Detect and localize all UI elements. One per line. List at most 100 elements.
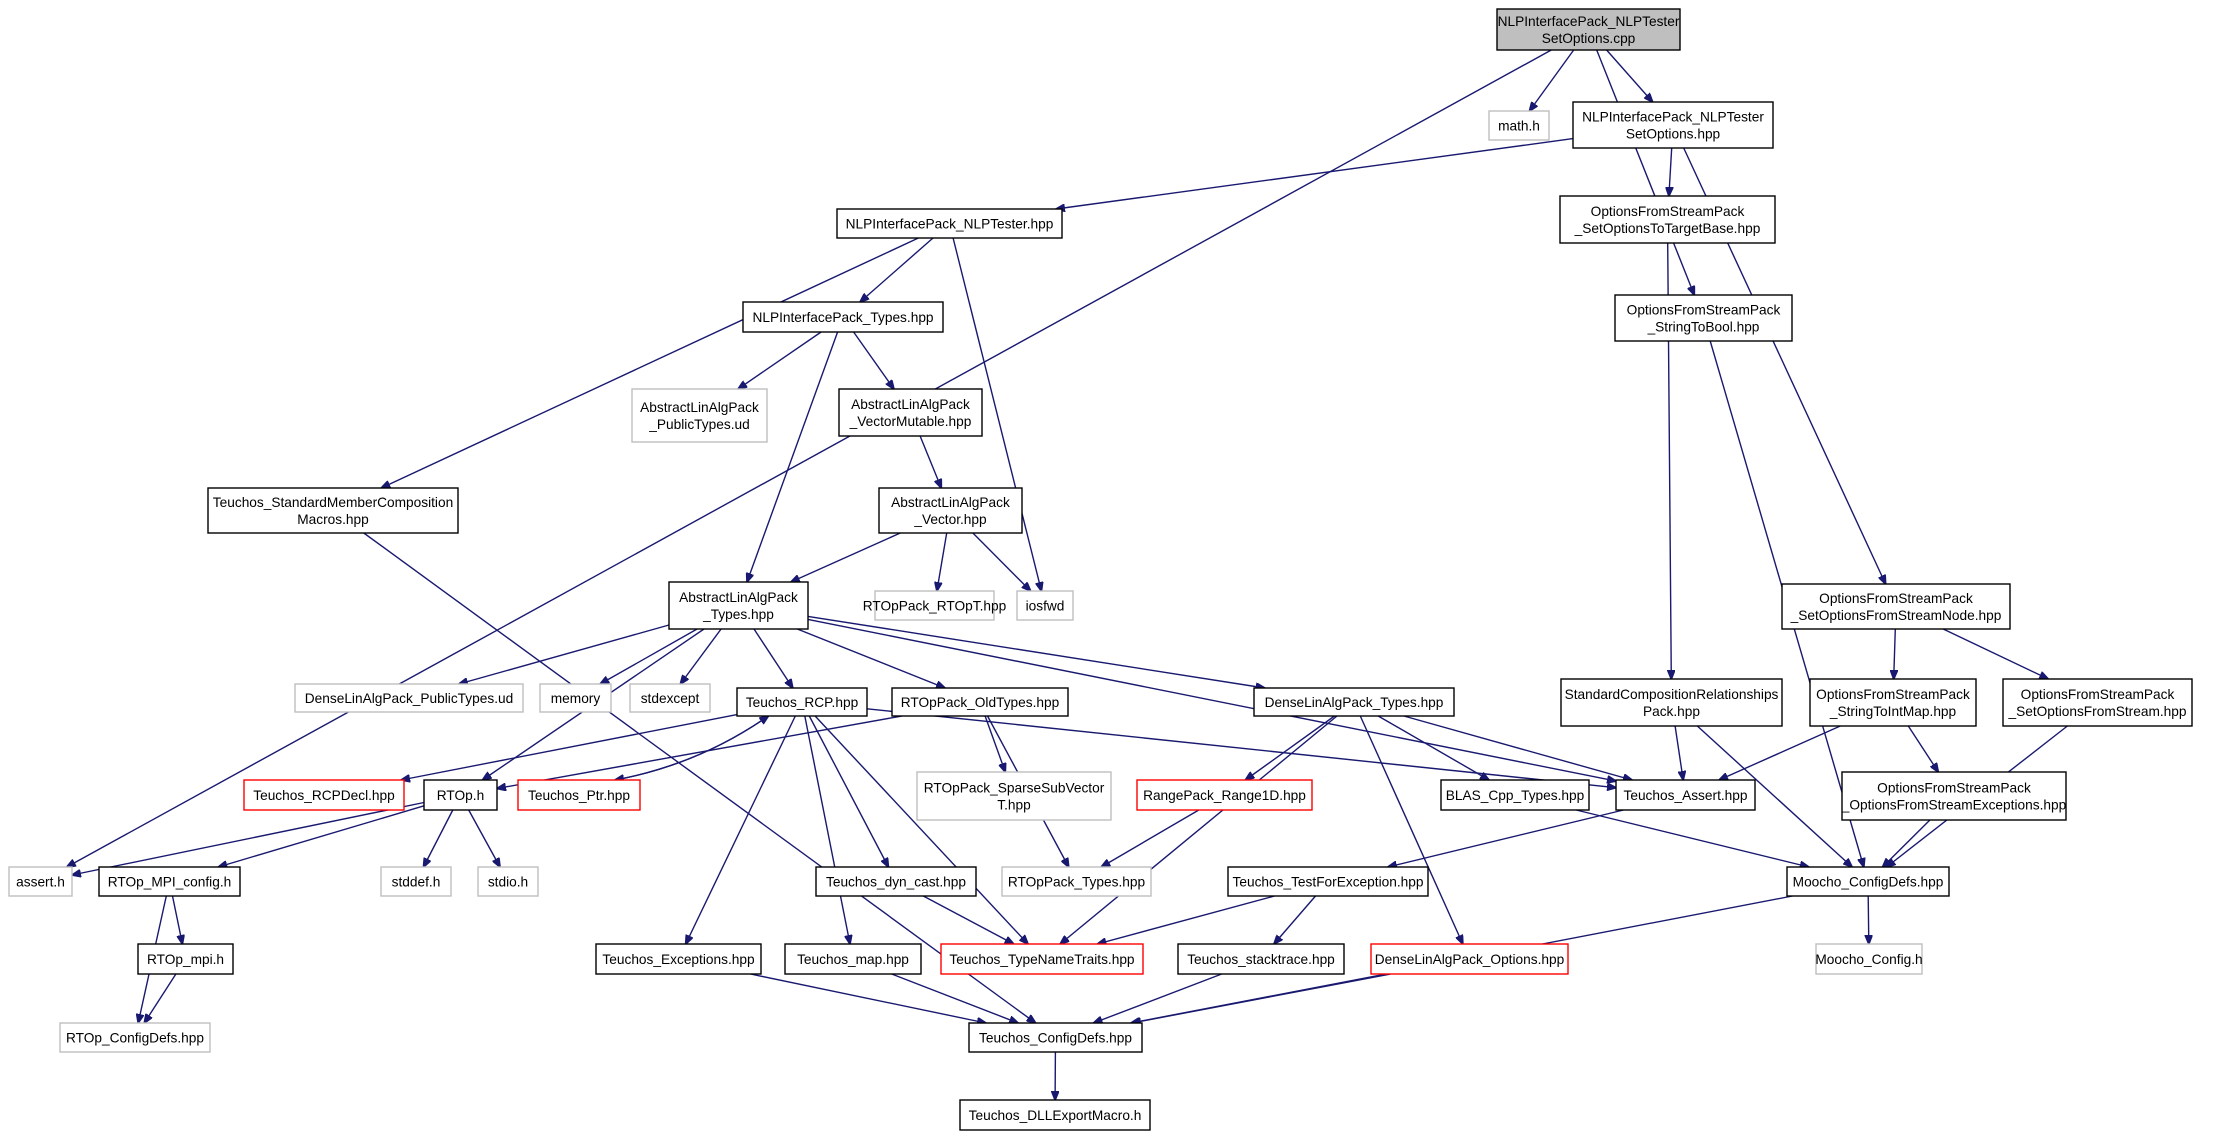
node-dyncast[interactable]: Teuchos_dyn_cast.hpp	[815, 866, 977, 897]
edge-streamexc-to-moocho_cfg	[1883, 819, 1931, 867]
node-typename[interactable]: Teuchos_TypeNameTraits.hpp	[940, 943, 1144, 975]
node-label: DenseLinAlgPack_PublicTypes.ud	[305, 691, 513, 706]
edge-ala_types-to-tassert	[807, 618, 1616, 781]
node-str2bool[interactable]: OptionsFromStreamPack_StringToBool.hpp	[1614, 294, 1793, 342]
edge-ala_types-to-memory	[600, 628, 698, 684]
node-box	[784, 943, 922, 975]
node-testexc[interactable]: Teuchos_TestForException.hpp	[1227, 866, 1429, 897]
node-nlptester[interactable]: NLPInterfacePack_NLPTester.hpp	[836, 208, 1063, 239]
node-ala_pub[interactable]: AbstractLinAlgPack_PublicTypes.ud	[631, 388, 768, 443]
node-ala_vm[interactable]: AbstractLinAlgPack_VectorMutable.hpp	[838, 388, 983, 437]
node-stdmember[interactable]: Teuchos_StandardMemberCompositionMacros.…	[207, 487, 459, 534]
node-box	[59, 1022, 211, 1053]
node-dla_types[interactable]: DenseLinAlgPack_Types.hpp	[1253, 687, 1455, 717]
edge-mpi_h-to-rtop_cfg	[144, 973, 177, 1023]
node-dllexport[interactable]: Teuchos_DLLExportMacro.h	[959, 1099, 1151, 1131]
node-box	[477, 866, 539, 897]
edge-ptr-to-rcp	[614, 716, 768, 781]
node-moocho_config[interactable]: Moocho_Config.h	[1815, 943, 1923, 975]
node-label: RTOp_mpi.h	[147, 952, 224, 967]
node-box	[595, 943, 762, 975]
node-mpi_h[interactable]: RTOp_mpi.h	[137, 943, 234, 975]
node-memory[interactable]: memory	[539, 683, 612, 713]
node-stacktrace[interactable]: Teuchos_stacktrace.hpp	[1177, 943, 1345, 975]
node-math[interactable]: math.h	[1488, 110, 1550, 141]
edge-dla_types-to-tassert	[1403, 715, 1632, 780]
node-box	[1001, 866, 1152, 897]
node-label: Teuchos_Exceptions.hpp	[602, 952, 755, 967]
file-nodes: NLPInterfacePack_NLPTesterSetOptions.cpp…	[8, 8, 2193, 1131]
node-box	[629, 683, 711, 713]
node-label: Teuchos_stacktrace.hpp	[1187, 952, 1335, 967]
node-box	[1559, 195, 1776, 244]
node-box	[668, 581, 809, 630]
node-iosfwd[interactable]: iosfwd	[1016, 590, 1074, 621]
edge-tmap-to-teuchos_cfg	[891, 973, 1018, 1023]
edge-dla_types-to-typename	[1060, 715, 1338, 944]
node-dla_pub[interactable]: DenseLinAlgPack_PublicTypes.ud	[294, 683, 524, 713]
node-label: RangePack_Range1D.hpp	[1143, 788, 1306, 803]
node-tassert[interactable]: Teuchos_Assert.hpp	[1615, 779, 1756, 811]
node-ala_vec[interactable]: AbstractLinAlgPack_Vector.hpp	[878, 487, 1023, 534]
node-box	[1614, 294, 1793, 342]
node-setstream[interactable]: OptionsFromStreamPack_SetOptionsFromStre…	[2002, 678, 2193, 727]
node-box	[539, 683, 612, 713]
node-ptr[interactable]: Teuchos_Ptr.hpp	[517, 779, 641, 811]
node-rcp[interactable]: Teuchos_RCP.hpp	[736, 687, 868, 717]
edge-root-to-math	[1530, 49, 1575, 111]
node-label: Teuchos_RCPDecl.hpp	[253, 788, 395, 803]
node-rtop_cfg[interactable]: RTOp_ConfigDefs.hpp	[59, 1022, 211, 1053]
node-stdexcept[interactable]: stdexcept	[629, 683, 711, 713]
node-stddef[interactable]: stddef.h	[380, 866, 452, 897]
node-rtoppack_types[interactable]: RTOpPack_Types.hpp	[1001, 866, 1152, 897]
node-rcpdecl[interactable]: Teuchos_RCPDecl.hpp	[243, 779, 405, 811]
node-label: RTOp_ConfigDefs.hpp	[66, 1031, 204, 1046]
node-tmap[interactable]: Teuchos_map.hpp	[784, 943, 922, 975]
node-label: stdio.h	[488, 875, 528, 890]
node-settarget[interactable]: OptionsFromStreamPack_SetOptionsToTarget…	[1559, 195, 1776, 244]
node-teuchos_cfg[interactable]: Teuchos_ConfigDefs.hpp	[968, 1022, 1143, 1053]
node-label: math.h	[1498, 119, 1540, 134]
dependency-edges	[67, 49, 2068, 1100]
node-box	[1177, 943, 1345, 975]
node-label: AbstractLinAlgPack	[891, 495, 1010, 510]
node-ala_types[interactable]: AbstractLinAlgPack_Types.hpp	[668, 581, 809, 630]
node-rtopt[interactable]: RTOpPack_RTOpT.hpp	[863, 590, 1007, 621]
edge-rcp-to-rcpdecl	[401, 713, 738, 780]
edge-rtop_h-to-rtop_mpi	[218, 805, 425, 867]
node-moocho_cfg[interactable]: Moocho_ConfigDefs.hpp	[1786, 866, 1950, 897]
node-blas[interactable]: BLAS_Cpp_Types.hpp	[1440, 779, 1590, 811]
edge-rcp-to-tassert	[866, 708, 1616, 788]
node-dla_opts[interactable]: DenseLinAlgPack_Options.hpp	[1370, 943, 1569, 975]
node-streamexc[interactable]: OptionsFromStreamPack_OptionsFromStreamE…	[1841, 771, 2067, 821]
node-assert_h[interactable]: assert.h	[8, 866, 73, 897]
node-str2intmap[interactable]: OptionsFromStreamPack_StringToIntMap.hpp	[1809, 678, 1977, 727]
node-label: DenseLinAlgPack_Types.hpp	[1265, 695, 1444, 710]
node-rtop_mpi[interactable]: RTOp_MPI_config.h	[98, 866, 241, 897]
edge-rcp-to-dyncast	[808, 715, 888, 867]
node-box	[1440, 779, 1590, 811]
node-label: Teuchos_RCP.hpp	[746, 695, 859, 710]
edge-setopt_hpp-to-nlptester	[1056, 137, 1574, 209]
node-box	[891, 687, 1069, 717]
node-exceptions[interactable]: Teuchos_Exceptions.hpp	[595, 943, 762, 975]
node-range1d[interactable]: RangePack_Range1D.hpp	[1136, 779, 1313, 811]
node-nlptypes[interactable]: NLPInterfacePack_Types.hpp	[742, 301, 944, 333]
node-box	[631, 388, 768, 443]
node-setnode[interactable]: OptionsFromStreamPack_SetOptionsFromStre…	[1781, 583, 2011, 630]
node-box	[1781, 583, 2011, 630]
node-label: OptionsFromStreamPack	[1591, 204, 1745, 219]
node-stdio[interactable]: stdio.h	[477, 866, 539, 897]
node-rtop_h[interactable]: RTOp.h	[423, 779, 498, 811]
edge-ala_types-to-dla_types	[807, 615, 1265, 688]
node-box	[207, 487, 459, 534]
node-label: BLAS_Cpp_Types.hpp	[1446, 788, 1585, 803]
node-label: _SetOptionsFromStream.hpp	[2007, 704, 2186, 719]
node-oldtypes[interactable]: RTOpPack_OldTypes.hpp	[891, 687, 1069, 717]
node-label: Teuchos_Assert.hpp	[1623, 788, 1747, 803]
node-box	[1809, 678, 1977, 727]
